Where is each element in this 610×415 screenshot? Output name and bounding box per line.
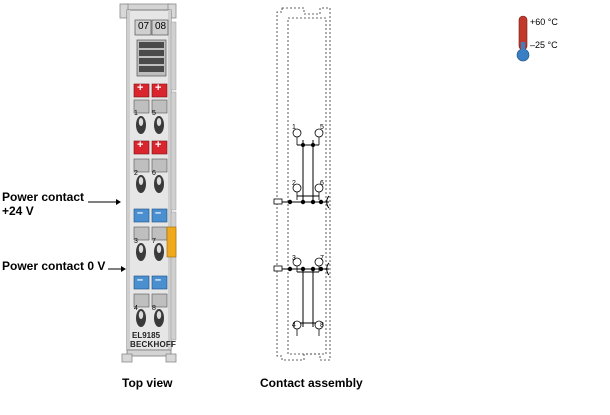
plus-contact-2r xyxy=(151,140,168,155)
assembly-outline xyxy=(276,7,331,361)
plus-sign-1r: + xyxy=(155,82,162,94)
power-rail-24v xyxy=(273,195,330,209)
pointer-arrow-0v xyxy=(108,266,126,272)
led-panel xyxy=(136,39,167,77)
clamp-row-1 xyxy=(133,99,168,134)
minus-contact-1r xyxy=(151,208,168,223)
power-rail-0v xyxy=(273,262,330,276)
temperature-min: –25 °C xyxy=(530,40,558,50)
model-label: EL9185 xyxy=(132,331,161,340)
plus-sign-2r: + xyxy=(155,139,162,151)
channel-box-right xyxy=(151,19,169,36)
plus-contact-2l xyxy=(133,140,150,155)
minus-contact-1l xyxy=(133,208,150,223)
terminal-number-4: 4 xyxy=(134,305,138,312)
minus-contact-2l xyxy=(133,275,150,290)
top-clip xyxy=(119,3,177,19)
bottom-clip xyxy=(121,349,177,363)
plus-sign-1l: + xyxy=(137,82,144,94)
channel-label-right: 08 xyxy=(155,21,167,32)
terminal-number-3: 3 xyxy=(134,238,138,245)
minus-sign-1l: – xyxy=(137,207,144,219)
assembly-number-8: 8 xyxy=(320,322,324,329)
plus-contact-1l xyxy=(133,83,150,98)
assembly-number-2: 2 xyxy=(292,180,296,187)
thermometer-icon xyxy=(516,15,530,62)
power-contact-24v-label-line1: Power contact xyxy=(2,190,85,204)
plus-sign-2l: + xyxy=(137,139,144,151)
caption-top-view: Top view xyxy=(122,376,173,390)
brand-logo: BECKHOFF xyxy=(130,340,177,349)
terminal-number-2: 2 xyxy=(134,170,138,177)
channel-box-left xyxy=(134,19,152,36)
clamp-row-2 xyxy=(133,158,168,193)
power-contact-0v-label: Power contact 0 V xyxy=(2,259,106,273)
power-contact-24v-label-line2: +24 V xyxy=(2,204,34,218)
terminal-number-5: 5 xyxy=(152,110,156,117)
assembly-number-7: 7 xyxy=(320,255,324,262)
junction-dots xyxy=(287,143,324,272)
minus-contact-2r xyxy=(151,275,168,290)
terminal-number-7: 7 xyxy=(152,238,156,245)
temperature-max: +60 °C xyxy=(530,17,558,27)
assembly-number-4: 4 xyxy=(292,322,296,329)
pointer-arrow-24v xyxy=(88,199,121,205)
terminal-number-1: 1 xyxy=(134,110,138,117)
terminal-number-8: 8 xyxy=(152,305,156,312)
minus-sign-2r: – xyxy=(155,274,162,286)
assembly-number-5: 5 xyxy=(320,124,324,131)
minus-sign-2l: – xyxy=(137,274,144,286)
caption-contact-assembly: Contact assembly xyxy=(260,376,363,390)
clamp-row-3 xyxy=(133,226,168,261)
side-ribs xyxy=(170,21,177,341)
channel-label-left: 07 xyxy=(138,21,150,32)
assembly-number-3: 3 xyxy=(292,255,296,262)
clamp-row-4 xyxy=(133,293,168,327)
plus-contact-1r xyxy=(151,83,168,98)
terminal-posts xyxy=(292,128,324,336)
orange-release-tab xyxy=(166,226,177,258)
assembly-number-1: 1 xyxy=(292,124,296,131)
minus-sign-1r: – xyxy=(155,207,162,219)
terminal-number-6: 6 xyxy=(152,170,156,177)
assembly-number-6: 6 xyxy=(320,180,324,187)
